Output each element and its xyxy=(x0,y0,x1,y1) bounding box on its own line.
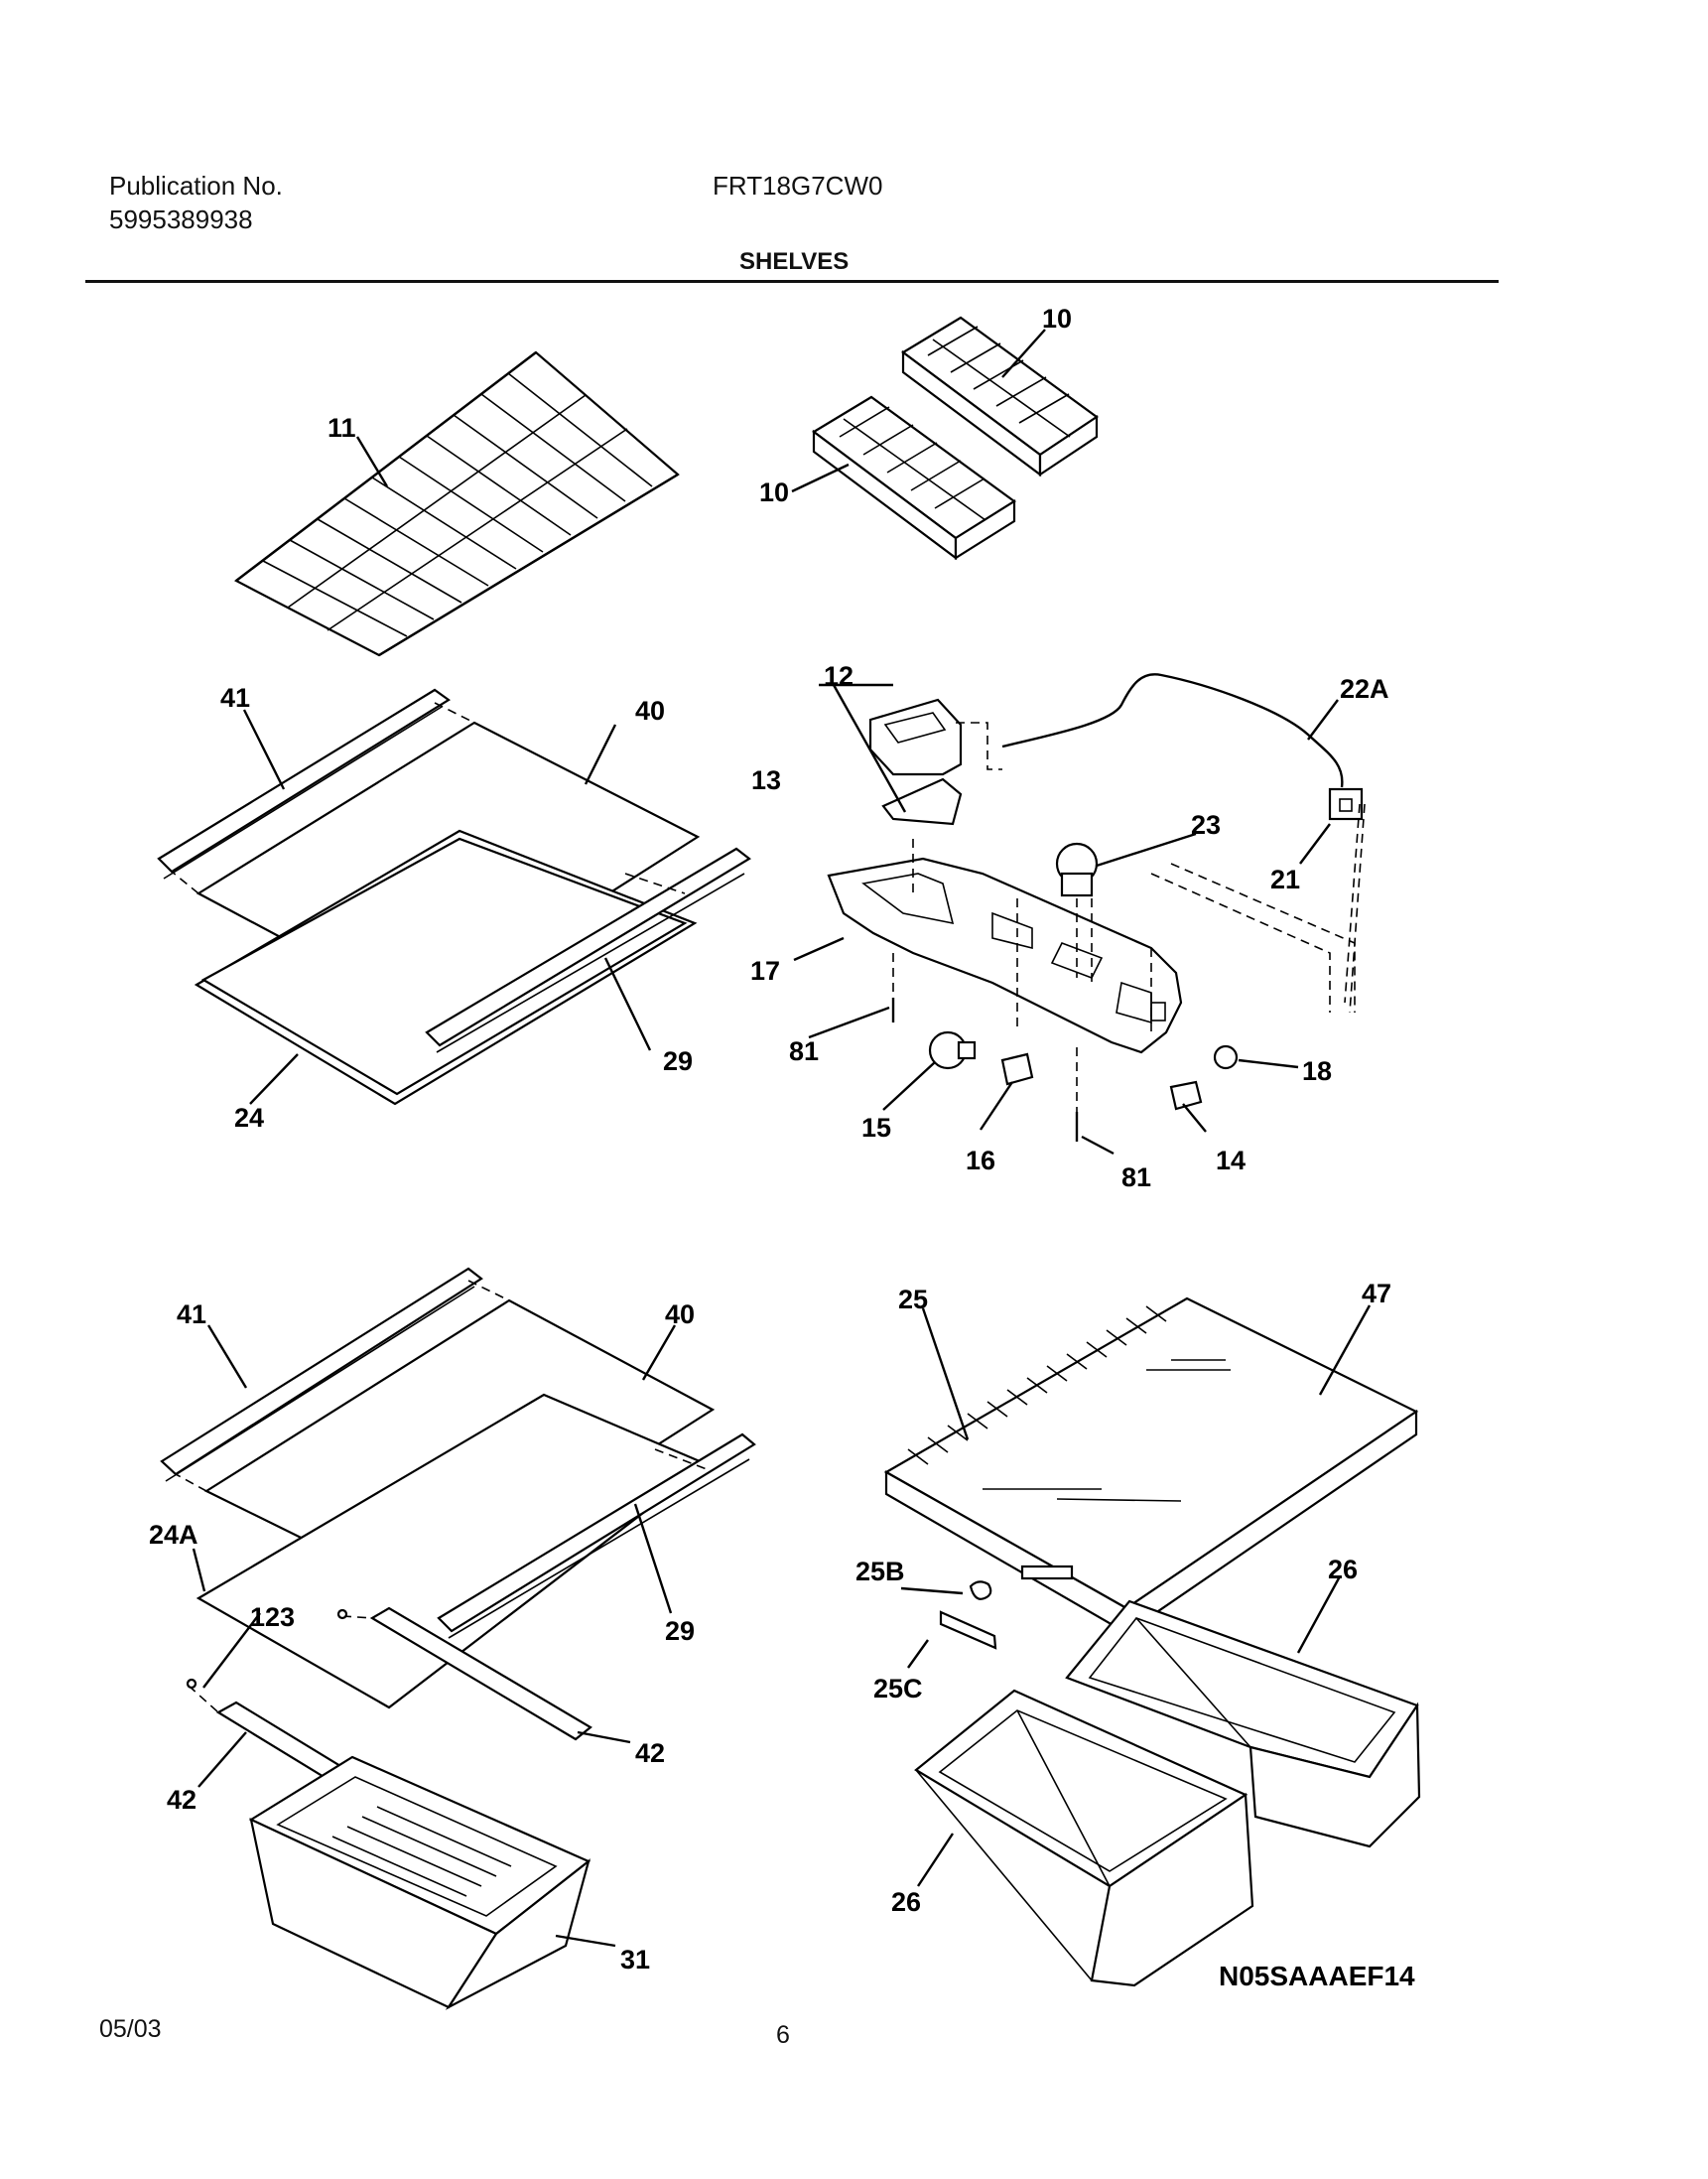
callout-item-18: 18 xyxy=(1302,1056,1332,1086)
callout-screw-right: 81 xyxy=(1121,1162,1151,1192)
callout-screw-left: 81 xyxy=(789,1036,819,1066)
callout-item-17: 17 xyxy=(750,956,780,986)
callout-drawer-31: 31 xyxy=(620,1945,650,1975)
callout-rail-lower: 41 xyxy=(177,1299,206,1329)
publication-number: 5995389938 xyxy=(109,204,253,234)
callout-rail-42-right: 42 xyxy=(635,1738,665,1768)
crisper-cover-assembly xyxy=(883,1296,1419,1650)
light-housing-assembly xyxy=(827,673,1366,1142)
callout-crisper-frame: 25 xyxy=(898,1285,928,1314)
callout-ice-tray-lower: 10 xyxy=(759,477,789,507)
callout-item-22a: 22A xyxy=(1340,674,1389,704)
callout-crisper-rear: 26 xyxy=(1328,1555,1358,1584)
callout-item-25b: 25B xyxy=(855,1557,905,1586)
callout-glass-upper: 40 xyxy=(635,696,665,726)
crisper-drawer-part xyxy=(1065,1599,1421,1848)
callout-trim-24a: 24A xyxy=(149,1520,198,1550)
ice-tray-part xyxy=(901,316,1099,477)
callout-item-25c: 25C xyxy=(873,1674,923,1703)
wire-shelf-part xyxy=(233,350,680,657)
footer-date: 05/03 xyxy=(99,2015,162,2043)
callout-rail-upper: 41 xyxy=(220,683,250,713)
diagram-code: N05SAAAEF14 xyxy=(1219,1961,1415,1991)
header-divider xyxy=(85,280,1499,283)
ice-tray-part xyxy=(812,395,1016,561)
callout-rail-rear-lower: 29 xyxy=(665,1616,695,1646)
leader-lines xyxy=(192,329,1372,1948)
publication-label: Publication No. xyxy=(109,171,283,201)
model-number: FRT18G7CW0 xyxy=(713,171,883,201)
callout-item-21: 21 xyxy=(1270,865,1300,894)
callout-item-16: 16 xyxy=(966,1146,995,1175)
callout-glass-lower: 40 xyxy=(665,1299,695,1329)
callout-item-14: 14 xyxy=(1216,1146,1246,1175)
callout-item-12: 12 xyxy=(824,661,854,691)
callout-item-23: 23 xyxy=(1191,810,1221,840)
callout-item-123: 123 xyxy=(250,1602,295,1632)
callout-item-13: 13 xyxy=(751,765,781,795)
callout-trim-upper: 24 xyxy=(234,1103,264,1133)
callout-item-15: 15 xyxy=(861,1113,891,1143)
glass-shelf-assembly-upper xyxy=(157,688,751,1106)
callout-rail-42-left: 42 xyxy=(167,1785,197,1815)
footer-page-number: 6 xyxy=(776,2021,790,2049)
crisper-drawer-part xyxy=(914,1689,1254,1987)
glass-shelf-assembly-lower xyxy=(160,1267,756,2010)
callout-wire-shelf: 11 xyxy=(328,413,356,443)
callout-rail-rear-upper: 29 xyxy=(663,1046,693,1076)
callout-ice-tray-upper: 10 xyxy=(1042,304,1072,334)
callout-crisper-glass: 47 xyxy=(1362,1279,1391,1308)
section-title: SHELVES xyxy=(739,248,850,275)
callout-crisper-front: 26 xyxy=(891,1887,921,1917)
